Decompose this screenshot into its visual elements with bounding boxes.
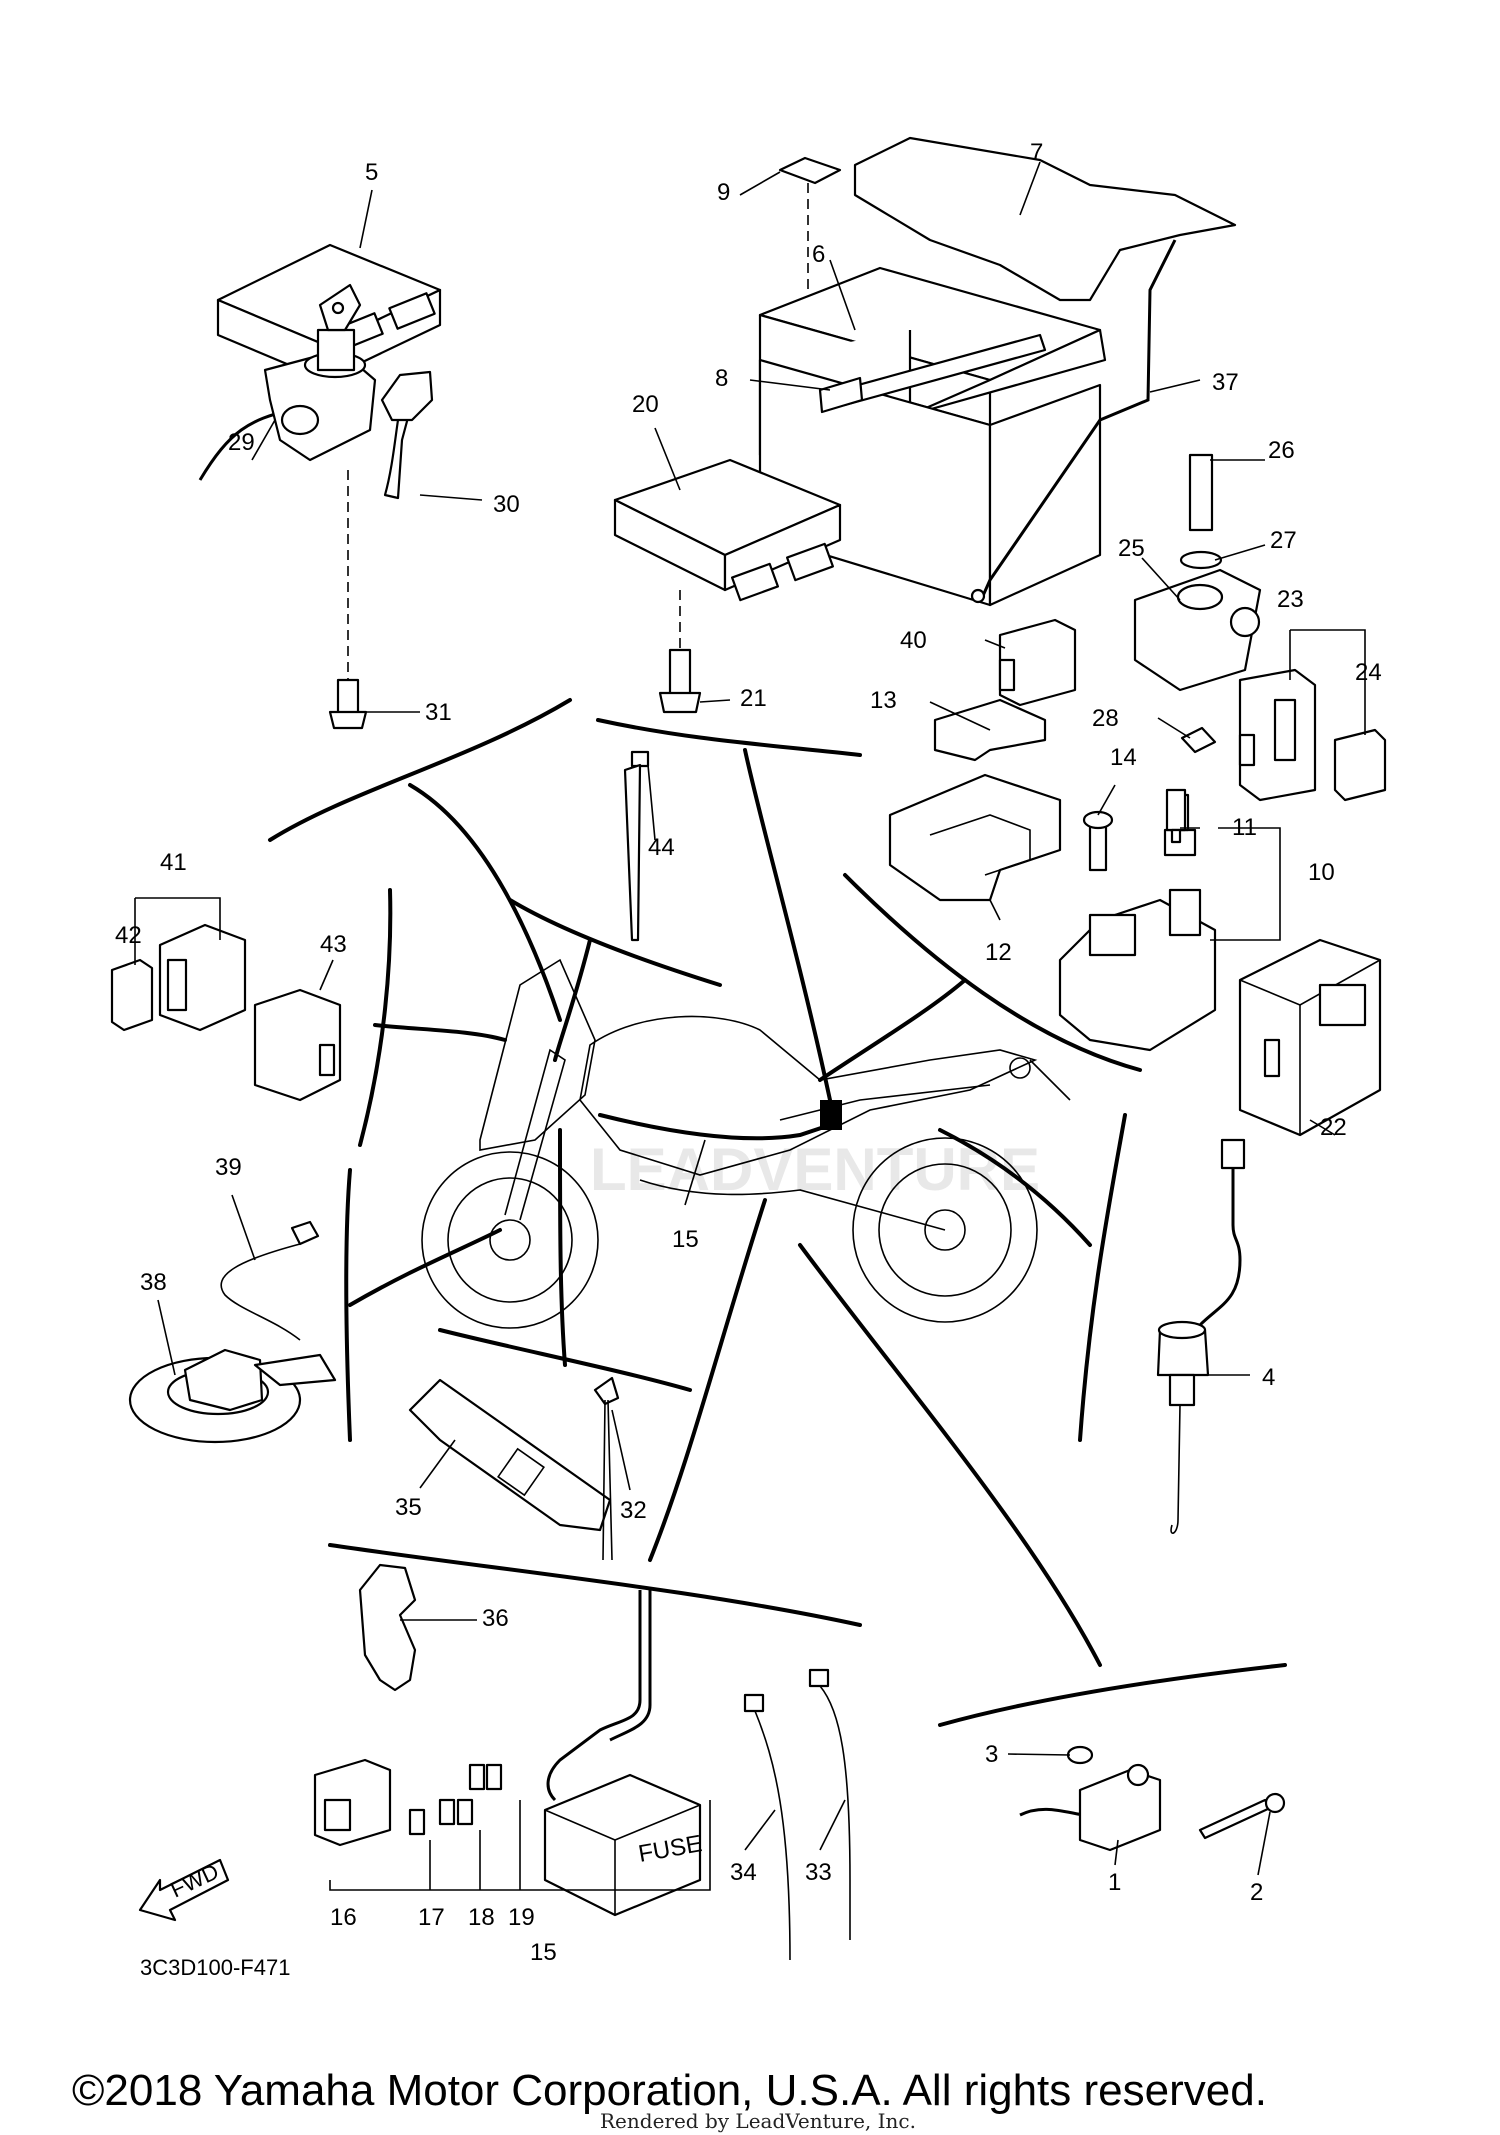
- group-lines: [268, 698, 1287, 1727]
- band-32: [593, 1376, 620, 1561]
- callout-34: 34: [730, 1859, 757, 1886]
- motorcycle-silhouette: [421, 958, 1071, 1329]
- fuse-connector-16[interactable]: [313, 1758, 392, 1847]
- drawing-code: 3C3D100-F471: [140, 1955, 290, 1980]
- starter-relay-10[interactable]: [1058, 793, 1217, 1052]
- callout-15b: 15: [530, 1939, 557, 1966]
- callout-37: 37: [1212, 369, 1239, 396]
- callout-11: 11: [1232, 814, 1257, 841]
- fuse-box[interactable]: FUSE: [543, 1773, 704, 1917]
- callout-41: 41: [160, 849, 187, 876]
- bolt-31: [328, 470, 368, 730]
- label-35: [408, 1378, 612, 1532]
- horn-38[interactable]: [128, 1348, 337, 1444]
- wire-harness-15: [546, 1590, 652, 1802]
- copyright-text: ©2018 Yamaha Motor Corporation, U.S.A. A…: [72, 2066, 1267, 2115]
- fwd-arrow-icon: FWD: [138, 1859, 230, 1922]
- battery-cover[interactable]: [853, 136, 1237, 302]
- bolt-2: [1198, 1792, 1286, 1840]
- cable-tie-39: [220, 1220, 320, 1341]
- callout-31: 31: [425, 699, 452, 726]
- sensor-1[interactable]: [1019, 1763, 1162, 1852]
- battery-minus-lead: [970, 239, 1177, 604]
- cable-tie-44: [623, 750, 650, 942]
- ignition-key-icon: [380, 370, 434, 500]
- callout-36: 36: [482, 1605, 509, 1632]
- relay-41[interactable]: [158, 923, 247, 1032]
- callout-8: 8: [715, 365, 728, 392]
- callout-44: 44: [648, 834, 675, 861]
- fuse-11: [1165, 788, 1187, 844]
- rendered-by-text: Rendered by LeadVenture, Inc.: [600, 2109, 916, 2133]
- callout-20: 20: [632, 391, 659, 418]
- callout-3: 3: [985, 1741, 998, 1768]
- callout-28: 28: [1092, 705, 1119, 732]
- bolt-21: [658, 590, 702, 714]
- callout-24: 24: [1355, 659, 1382, 686]
- watermark-text: LEADVENTURE: [590, 1136, 1040, 1203]
- callout-38: 38: [140, 1269, 167, 1296]
- cover-12[interactable]: [888, 773, 1062, 902]
- callout-7: 7: [1030, 139, 1043, 166]
- battery[interactable]: [758, 266, 1107, 607]
- connector-40[interactable]: [998, 618, 1077, 707]
- relay-23[interactable]: [1238, 668, 1317, 802]
- cable-tie-33: [808, 1668, 851, 1940]
- fuse-17: [408, 1808, 426, 1836]
- connector-24: [1333, 728, 1387, 802]
- cable-tie-34: [743, 1693, 791, 1961]
- callout-12: 12: [985, 939, 1012, 966]
- callout-14: 14: [1110, 744, 1137, 771]
- main-switch[interactable]: [198, 283, 377, 481]
- callout-25: 25: [1118, 535, 1145, 562]
- battery-band-9: [778, 156, 842, 185]
- callout-2: 2: [1250, 1879, 1263, 1906]
- callout-40: 40: [900, 627, 927, 654]
- callout-39: 39: [215, 1154, 242, 1181]
- callout-6: 6: [812, 241, 825, 268]
- holder-36: [358, 1563, 417, 1692]
- callout-1: 1: [1108, 1869, 1121, 1896]
- callout-10: 10: [1308, 859, 1335, 886]
- callout-21: 21: [740, 685, 767, 712]
- bolt-14: [1082, 810, 1114, 872]
- callout-13: 13: [870, 687, 897, 714]
- relay-22[interactable]: [1238, 938, 1382, 1137]
- callout-15: 15: [672, 1226, 699, 1253]
- callout-9: 9: [717, 179, 730, 206]
- callout-4: 4: [1262, 1364, 1275, 1391]
- callout-19: 19: [508, 1904, 535, 1931]
- fuse-18: [438, 1798, 474, 1826]
- callout-23: 23: [1277, 586, 1304, 613]
- callout-26: 26: [1268, 437, 1295, 464]
- callout-numbers: 5 7 9 6 8 37 20 21 29 30 31 26 27 25 23 …: [115, 139, 1382, 1966]
- washer-3: [1066, 1745, 1094, 1765]
- callout-5: 5: [365, 159, 378, 186]
- callout-17: 17: [418, 1904, 445, 1931]
- control-unit-20[interactable]: [613, 458, 842, 602]
- callout-43: 43: [320, 931, 347, 958]
- callout-35: 35: [395, 1494, 422, 1521]
- sensor-4[interactable]: [1156, 1138, 1246, 1534]
- relay-43[interactable]: [253, 988, 342, 1102]
- fuse-19: [468, 1763, 503, 1791]
- callout-32: 32: [620, 1497, 647, 1524]
- leader-lines: [134, 161, 1366, 1876]
- callout-22: 22: [1320, 1114, 1347, 1141]
- callout-29: 29: [228, 429, 255, 456]
- connector-42: [110, 958, 154, 1032]
- callout-30: 30: [493, 491, 520, 518]
- harness-block: [820, 1100, 842, 1130]
- relay-25[interactable]: [1133, 453, 1262, 754]
- callout-27: 27: [1270, 527, 1297, 554]
- callout-33: 33: [805, 1859, 832, 1886]
- callout-18: 18: [468, 1904, 495, 1931]
- callout-16: 16: [330, 1904, 357, 1931]
- callout-42: 42: [115, 922, 142, 949]
